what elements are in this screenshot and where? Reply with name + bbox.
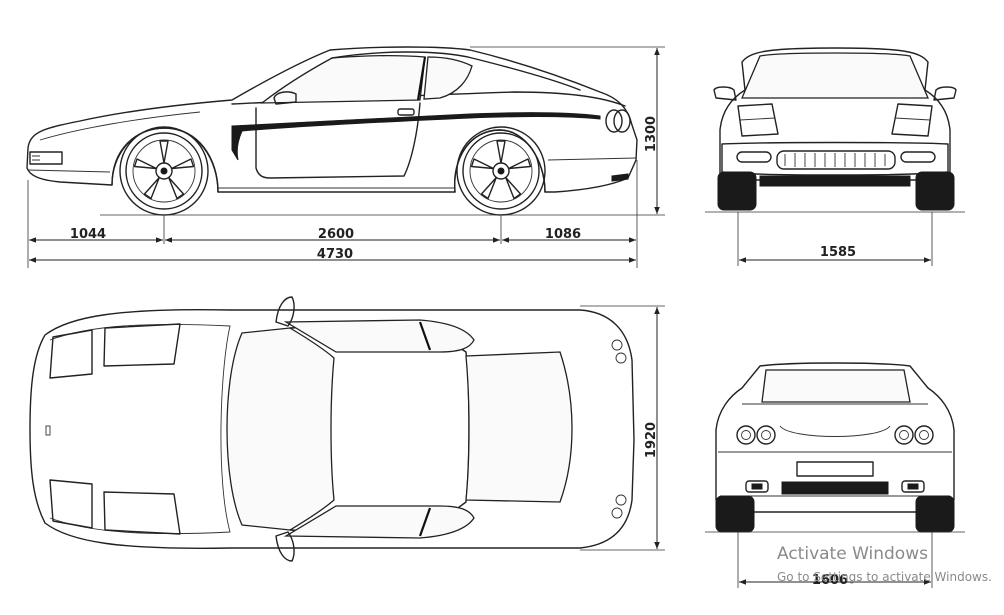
front-overhang-label: 1044 xyxy=(70,227,106,242)
front-track-dimension: 1585 xyxy=(737,212,933,266)
rear-track-dimension: 1606 xyxy=(737,532,933,588)
front-view xyxy=(705,47,965,213)
height-label: 1300 xyxy=(644,116,659,152)
rear-view xyxy=(705,362,965,533)
wheelbase-label: 2600 xyxy=(318,227,354,242)
side-dimensions: 1044 2600 1086 4730 1300 xyxy=(27,46,665,268)
rear-track-label: 1606 xyxy=(812,573,848,588)
width-label: 1920 xyxy=(644,422,659,458)
watermark-subtitle: Go to Settings to activate Windows. xyxy=(777,570,992,584)
width-dimension: 1920 xyxy=(580,305,665,551)
rear-overhang-label: 1086 xyxy=(545,227,581,242)
quarter-window xyxy=(423,56,473,100)
watermark-title: Activate Windows xyxy=(777,544,928,564)
side-view xyxy=(26,46,640,216)
top-view xyxy=(29,296,635,562)
side-window xyxy=(260,54,426,104)
overall-length-label: 4730 xyxy=(317,247,353,262)
front-track-label: 1585 xyxy=(820,245,856,260)
